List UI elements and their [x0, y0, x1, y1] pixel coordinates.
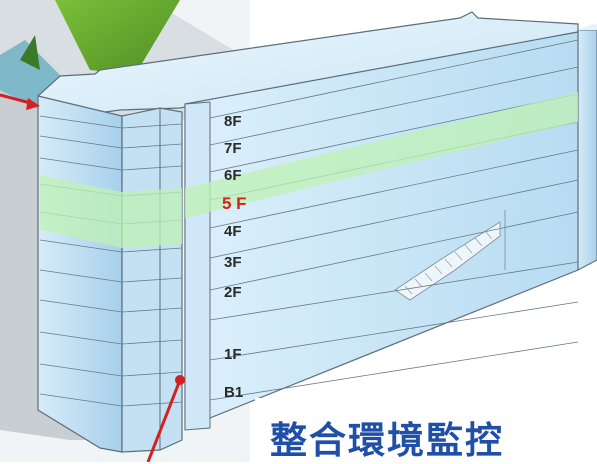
floor-line-facade	[209, 149, 579, 229]
floor-line-left	[39, 331, 123, 345]
floor-line-left	[39, 299, 123, 313]
floor-label-6f: 6F	[224, 167, 242, 184]
floor-line-left	[39, 239, 123, 253]
floor-line-facade	[209, 179, 579, 259]
floor-line-facade	[209, 261, 579, 321]
floor-label-3f: 3F	[224, 254, 242, 271]
floor-label-7f: 7F	[224, 140, 242, 157]
floor-label-1f: 1F	[224, 346, 242, 363]
floor-line-side	[121, 143, 183, 149]
floor-line-facade	[209, 211, 579, 291]
floor-line-left	[39, 393, 123, 407]
floor-line-side	[121, 339, 183, 345]
building-right-wing	[577, 24, 597, 271]
floor-line-side	[121, 371, 183, 377]
floor-line-left	[39, 135, 123, 149]
page-title: 整合環境監控	[270, 419, 504, 462]
floor-line-left	[39, 115, 123, 129]
floor-line-left	[39, 157, 123, 171]
highlight-band-segment	[40, 175, 122, 248]
pointer-arrow	[0, 93, 40, 110]
floor-line-left	[39, 269, 123, 283]
floor-line-side	[121, 277, 183, 283]
floor-label-8f: 8F	[224, 113, 242, 130]
floor-line-facade	[209, 39, 579, 119]
floor-label-5f: 5 F	[222, 194, 247, 213]
floor-line-side	[121, 307, 183, 313]
floor-line-facade	[209, 341, 579, 401]
floor-label-2f: 2F	[224, 284, 242, 301]
highlight-band-segment	[185, 92, 578, 218]
floor-line-left	[39, 363, 123, 377]
floor-line-facade	[209, 66, 579, 146]
highlight-band-segment	[122, 188, 182, 248]
title-panel	[255, 398, 597, 462]
active-floor-highlight	[40, 92, 578, 248]
floor-line-side	[121, 123, 183, 129]
floor-label-b1: B1	[224, 384, 244, 401]
floor-line-side	[121, 247, 183, 253]
floor-line-facade	[209, 301, 579, 361]
floor-label-4f: 4F	[224, 223, 242, 240]
callout-pointer	[146, 375, 185, 462]
floor-line-side	[121, 165, 183, 171]
